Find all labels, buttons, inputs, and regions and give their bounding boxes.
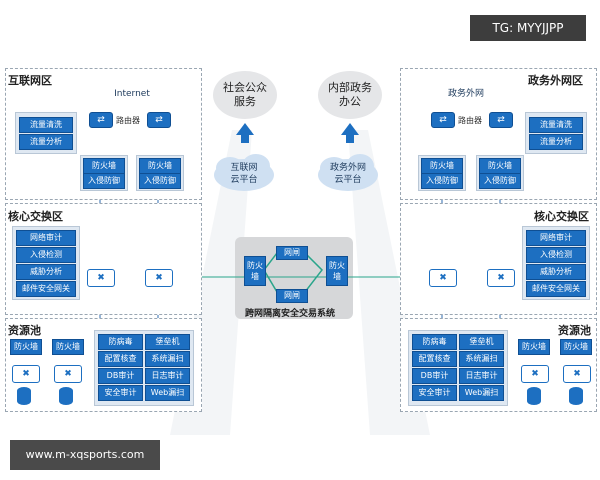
zone-title-resource-left: 资源池	[8, 324, 41, 337]
gov-platform-label: 政务外网 云平台	[329, 163, 366, 185]
gateway-fw-left: 防火 墙	[244, 256, 266, 286]
traffic-analysis-right: 流量分析	[529, 134, 583, 150]
config-check-left: 配置核查	[98, 351, 143, 367]
router-icon-left-2	[147, 112, 171, 128]
res-firewall-left-2: 防火墙	[52, 339, 84, 355]
arrow-up-right-icon	[341, 123, 359, 143]
ips-left-2: 入侵防御	[139, 173, 181, 189]
web-scan-left: Web漏扫	[145, 385, 190, 401]
traffic-cleaning-left: 流量清洗	[19, 117, 73, 133]
database-icon-left-1	[17, 387, 31, 405]
core-switch-icon-left-2	[145, 269, 173, 287]
ips-right-1: 入侵防御	[421, 173, 463, 189]
sec-audit-left: 安全审计	[98, 385, 143, 401]
sec-audit-right: 安全审计	[412, 385, 457, 401]
zone-title-resource-right: 资源池	[558, 324, 591, 337]
internet-platform-cloud	[214, 154, 274, 191]
antivirus-left: 防病毒	[98, 334, 143, 350]
router-icon-right-1	[431, 112, 455, 128]
watermark-bottom-badge[interactable]: www.m-xqsports.com	[10, 440, 160, 470]
traffic-cleaning-right: 流量清洗	[529, 117, 583, 133]
zone-title-core-right: 核心交换区	[534, 210, 589, 223]
gateway-fw-right: 防火 墙	[326, 256, 348, 286]
res-firewall-right-2: 防火墙	[560, 339, 592, 355]
threat-analysis-right: 威胁分析	[526, 264, 586, 280]
router-label-left: 路由器	[116, 116, 140, 125]
log-audit-right: 日志审计	[459, 368, 504, 384]
ids-right: 入侵检测	[526, 247, 586, 263]
router-icon-left-1	[89, 112, 113, 128]
config-check-right: 配置核查	[412, 351, 457, 367]
res-firewall-right-1: 防火墙	[518, 339, 550, 355]
firewall-right-2: 防火墙	[479, 158, 521, 174]
database-icon-right-2	[569, 387, 583, 405]
db-audit-right: DB审计	[412, 368, 457, 384]
gov-extranet-cloud-label: 政务外网	[447, 89, 484, 99]
firewall-left-2: 防火墙	[139, 158, 181, 174]
gateway-top-box: 网闸	[276, 246, 308, 260]
gateway-system-label: 跨网隔离安全交易系统	[245, 309, 336, 319]
bastion-left: 堡垒机	[145, 334, 190, 350]
ips-left-1: 入侵防御	[83, 173, 125, 189]
res-switch-icon-left-1	[12, 365, 40, 383]
sys-scan-left: 系统漏扫	[145, 351, 190, 367]
core-switch-icon-left-1	[87, 269, 115, 287]
internal-office-bubble	[318, 71, 382, 119]
internal-office-label: 内部政务 办公	[328, 81, 372, 108]
router-label-right: 路由器	[458, 116, 482, 125]
net-audit-right: 网络审计	[526, 230, 586, 246]
arrow-up-left-icon	[236, 123, 254, 143]
gov-platform-cloud	[318, 154, 378, 191]
res-switch-icon-right-1	[521, 365, 549, 383]
res-switch-icon-right-2	[563, 365, 591, 383]
firewall-right-1: 防火墙	[421, 158, 463, 174]
watermark-top-badge: TG: MYYJJPP	[470, 15, 586, 41]
log-audit-left: 日志审计	[145, 368, 190, 384]
sys-scan-right: 系统漏扫	[459, 351, 504, 367]
mail-gateway-left: 邮件安全网关	[16, 281, 76, 297]
internet-cloud-label: Internet	[114, 89, 150, 99]
core-switch-icon-right-1	[429, 269, 457, 287]
ids-left: 入侵检测	[16, 247, 76, 263]
zone-title-core-left: 核心交换区	[8, 210, 63, 223]
firewall-left-1: 防火墙	[83, 158, 125, 174]
gateway-bottom-box: 网闸	[276, 289, 308, 303]
threat-analysis-left: 威胁分析	[16, 264, 76, 280]
bastion-right: 堡垒机	[459, 334, 504, 350]
database-icon-right-1	[527, 387, 541, 405]
social-services-label: 社会公众 服务	[223, 81, 267, 108]
web-scan-right: Web漏扫	[459, 385, 504, 401]
core-switch-icon-right-2	[487, 269, 515, 287]
database-icon-left-2	[59, 387, 73, 405]
internet-platform-label: 互联网 云平台	[230, 163, 258, 185]
db-audit-left: DB审计	[98, 368, 143, 384]
antivirus-right: 防病毒	[412, 334, 457, 350]
net-audit-left: 网络审计	[16, 230, 76, 246]
res-firewall-left-1: 防火墙	[10, 339, 42, 355]
social-services-bubble	[213, 71, 277, 119]
zone-title-internet: 互联网区	[8, 74, 52, 87]
router-icon-right-2	[489, 112, 513, 128]
mail-gateway-right: 邮件安全网关	[526, 281, 586, 297]
ips-right-2: 入侵防御	[479, 173, 521, 189]
zone-title-gov-extranet: 政务外网区	[528, 74, 583, 87]
res-switch-icon-left-2	[54, 365, 82, 383]
traffic-analysis-left: 流量分析	[19, 134, 73, 150]
